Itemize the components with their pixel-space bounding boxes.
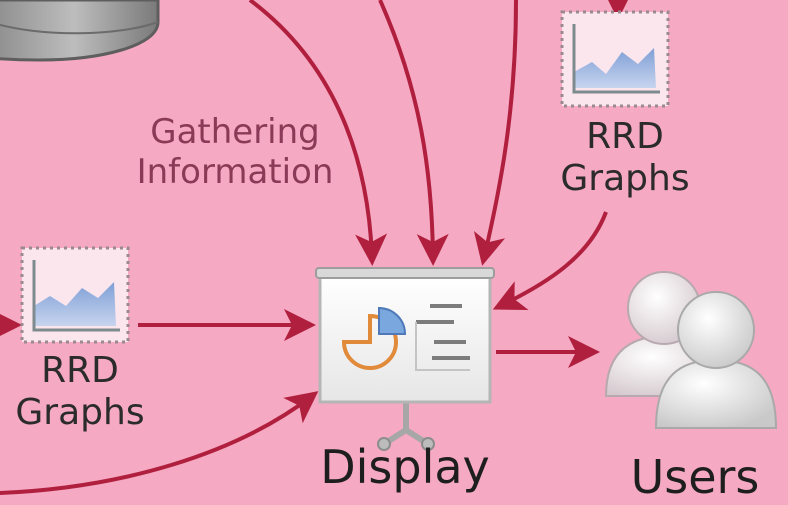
rrd-graphs-left-label: RRD Graphs: [0, 350, 160, 435]
display-label: Display: [320, 440, 490, 494]
arrow-db-to-display-1: [248, 0, 388, 266]
arrow-db-to-display-3: [473, 0, 518, 266]
rrd-right-label-line-2: Graphs: [560, 158, 690, 200]
gathering-label-line-2: Information: [136, 152, 334, 193]
gathering-information-label: Gathering Information: [120, 112, 350, 192]
users-label: Users: [630, 450, 760, 504]
rrd-left-label-line-2: Graphs: [15, 392, 145, 434]
arrow-bottom-to-display: [0, 391, 319, 495]
rrd-graphs-right-label: RRD Graphs: [540, 116, 710, 201]
arrow-rrd-right-to-display: [492, 211, 608, 311]
rrd-left-label-line-1: RRD: [41, 350, 119, 391]
gathering-label-line-1: Gathering: [150, 112, 320, 152]
arrow-db-to-display-2: [378, 0, 449, 266]
rrd-right-label-line-1: RRD: [586, 116, 664, 157]
